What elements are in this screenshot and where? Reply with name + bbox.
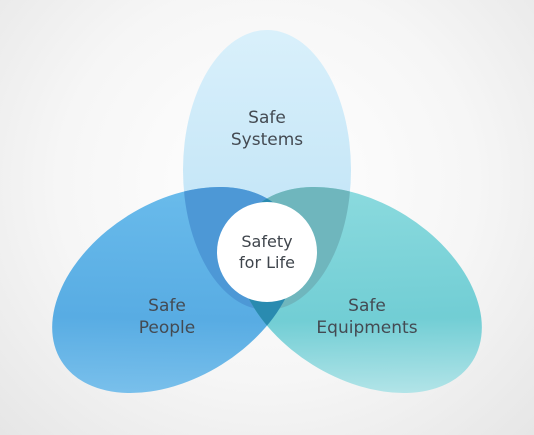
label-safe-systems-line2: Systems xyxy=(230,130,304,150)
label-safe-equipments-line2: Equipments xyxy=(316,318,418,338)
label-safe-people-line2: People xyxy=(138,318,196,338)
label-center: Safety for Life xyxy=(239,231,295,273)
label-safe-people-line1: Safe xyxy=(148,296,186,316)
label-safe-people: Safe People xyxy=(139,295,195,339)
label-safe-systems: Safe Systems xyxy=(231,107,303,151)
label-safe-equipments-line1: Safe xyxy=(348,296,386,316)
label-center-line1: Safety xyxy=(241,232,293,251)
center-circle xyxy=(217,202,317,302)
label-safe-systems-line1: Safe xyxy=(248,108,286,128)
label-safe-equipments: Safe Equipments xyxy=(316,295,417,339)
label-center-line2: for Life xyxy=(239,253,295,272)
